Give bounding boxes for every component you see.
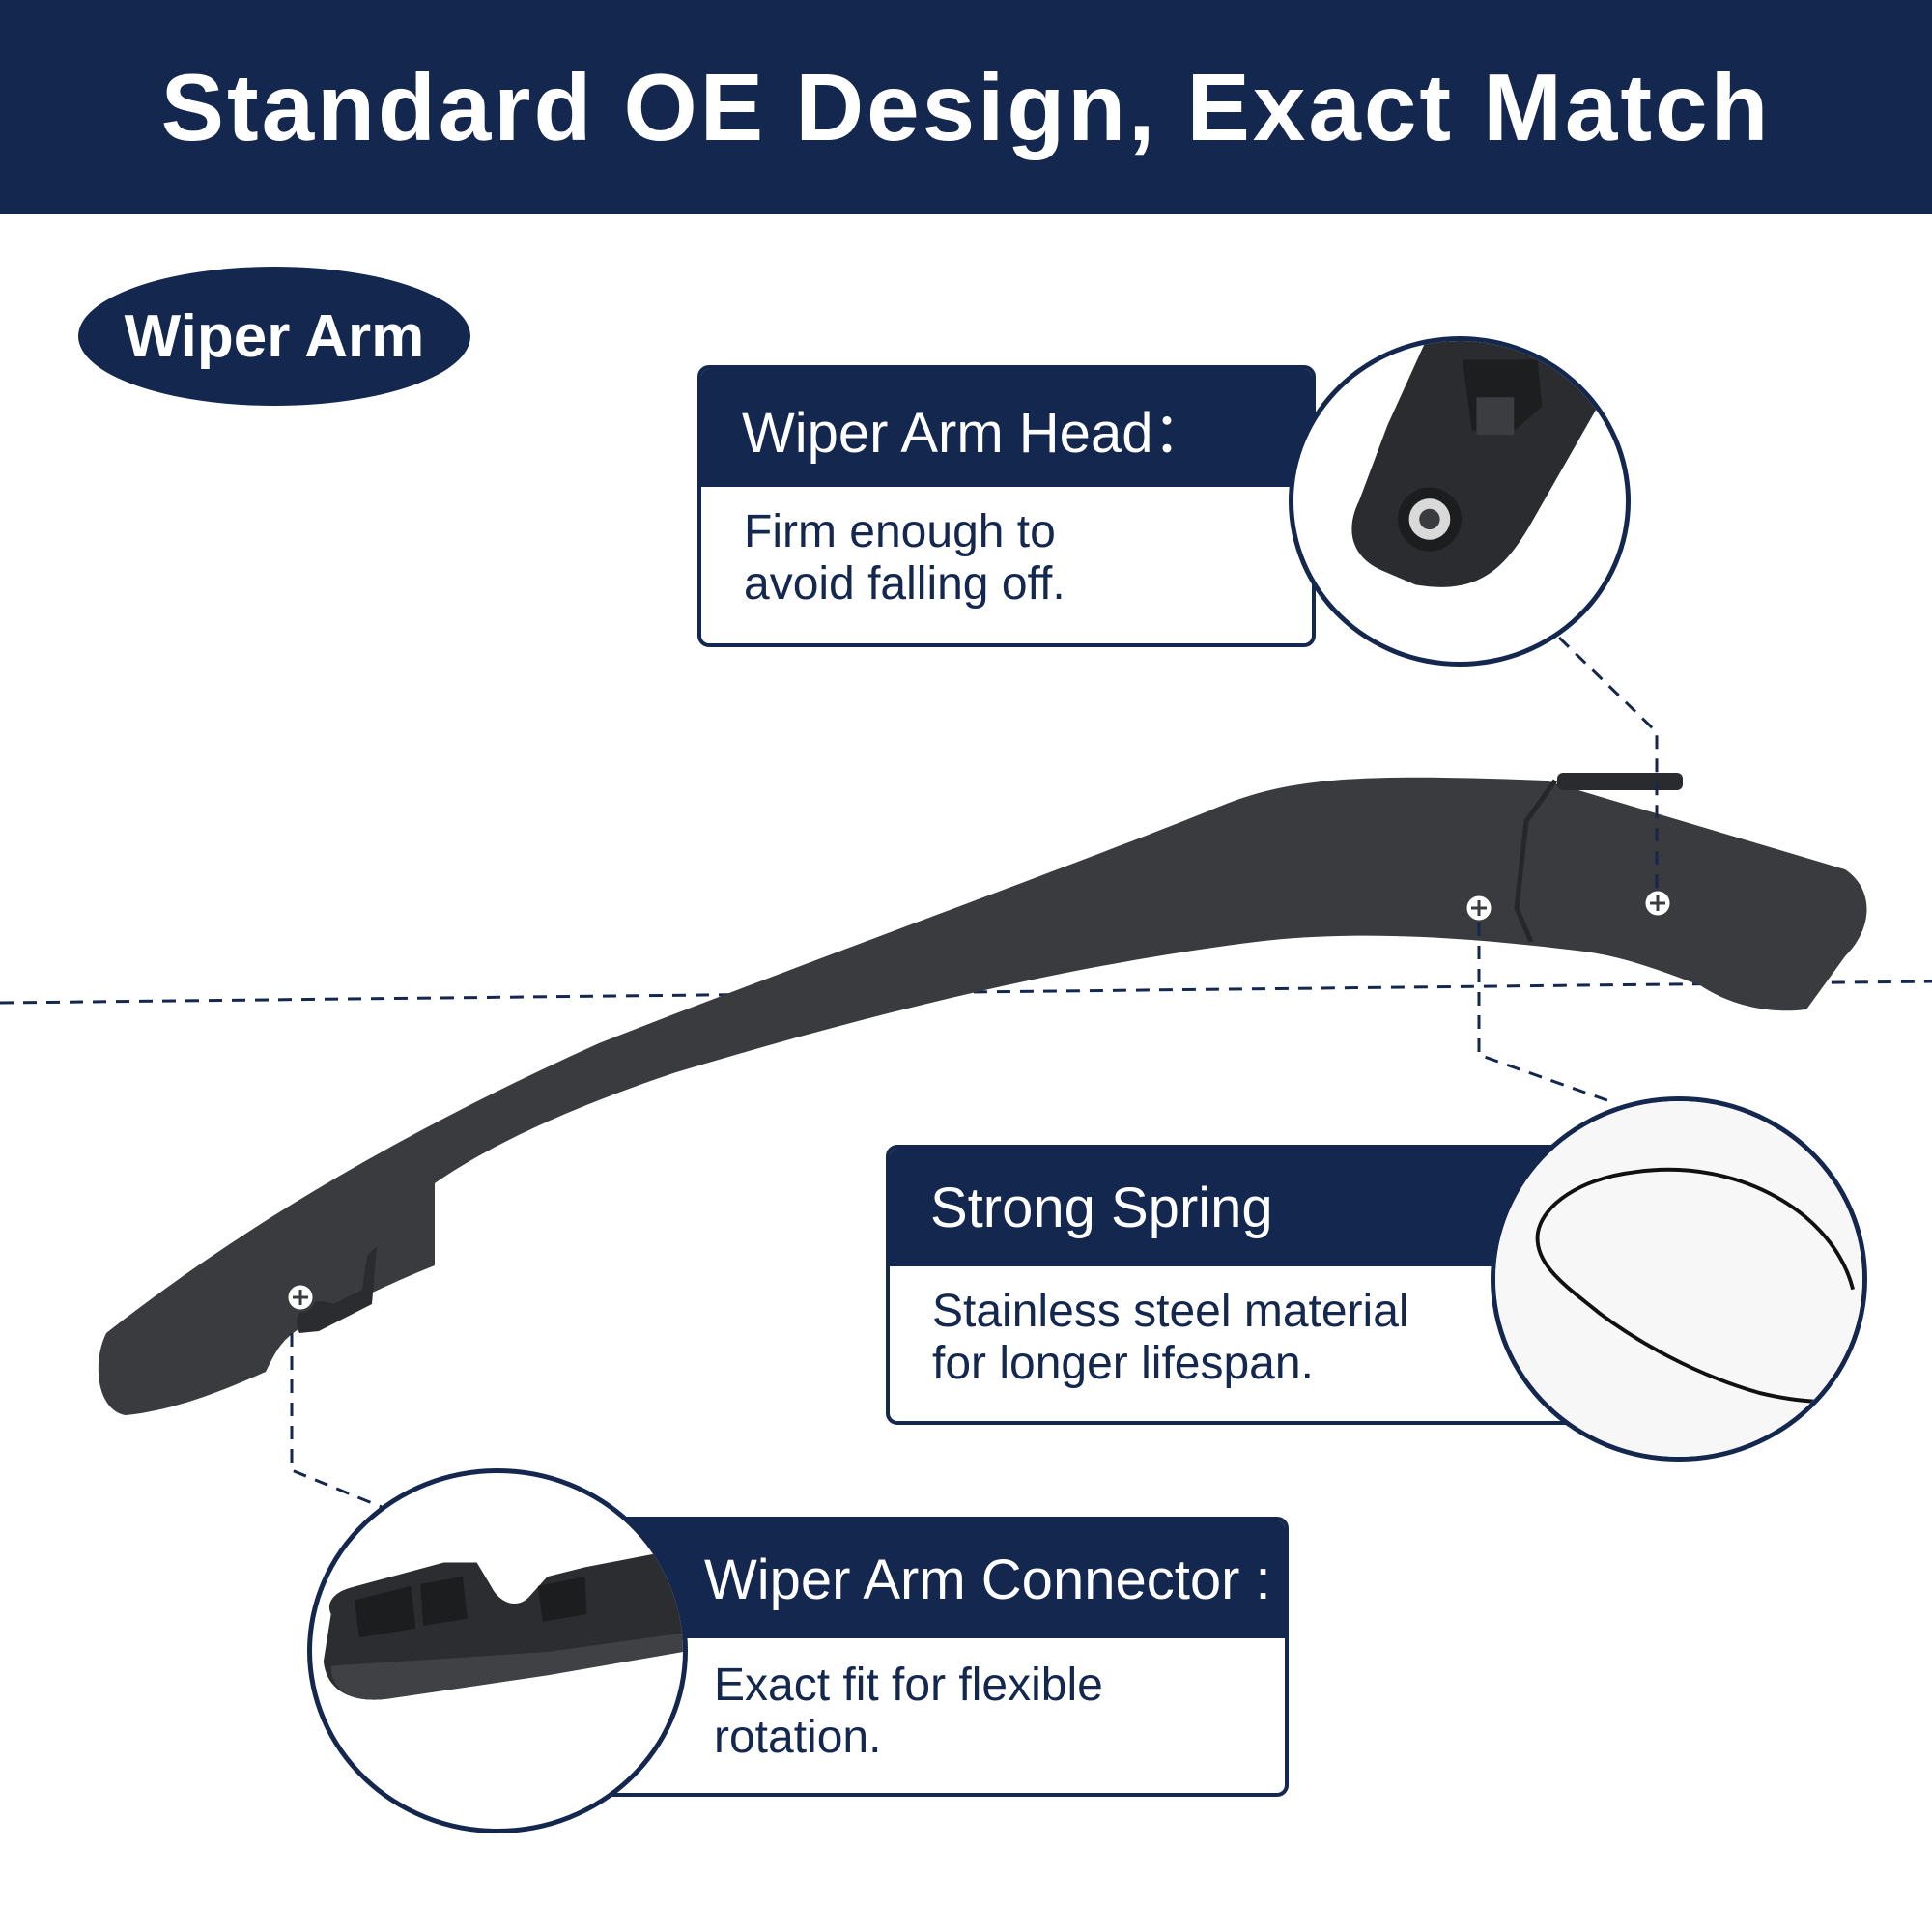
callout-spring-card: Strong Spring Stainless steel material f… bbox=[886, 1145, 1581, 1425]
head-seam bbox=[1514, 779, 1558, 943]
callout-head-description: Firm enough to avoid falling off. bbox=[744, 506, 1065, 610]
page-title: Standard OE Design, Exact Match bbox=[160, 53, 1772, 160]
product-badge: Wiper Arm bbox=[78, 267, 470, 406]
wiper-arm-shape bbox=[98, 777, 1867, 1415]
head-top-edge bbox=[1557, 773, 1683, 790]
horizontal-guide-line bbox=[0, 980, 1932, 1005]
callout-connector-description: Exact fit for flexible rotation. bbox=[714, 1660, 1103, 1763]
detail-circle-head bbox=[1289, 336, 1631, 667]
wiper-head-closeup bbox=[1351, 341, 1604, 587]
spring-closeup bbox=[1495, 1101, 1862, 1457]
plus-marker-icon bbox=[285, 1282, 316, 1313]
plus-marker-icon bbox=[1642, 888, 1673, 919]
header-banner: Standard OE Design, Exact Match bbox=[0, 0, 1932, 214]
leader-line-connector bbox=[290, 1333, 383, 1509]
connector-slot bbox=[297, 1246, 377, 1333]
plus-marker-icon bbox=[1463, 893, 1494, 923]
callout-spring-title: Strong Spring bbox=[930, 1176, 1273, 1239]
callout-head-card: Wiper Arm Head： Firm enough to avoid fal… bbox=[697, 365, 1316, 647]
detail-circle-connector bbox=[307, 1468, 688, 1833]
detail-circle-spring bbox=[1491, 1096, 1867, 1462]
callout-spring-description: Stainless steel material for longer life… bbox=[932, 1286, 1409, 1389]
callout-head-title: Wiper Arm Head： bbox=[742, 402, 1209, 465]
callout-connector-title: Wiper Arm Connector : bbox=[704, 1548, 1271, 1611]
connector-closeup bbox=[323, 1548, 683, 1700]
